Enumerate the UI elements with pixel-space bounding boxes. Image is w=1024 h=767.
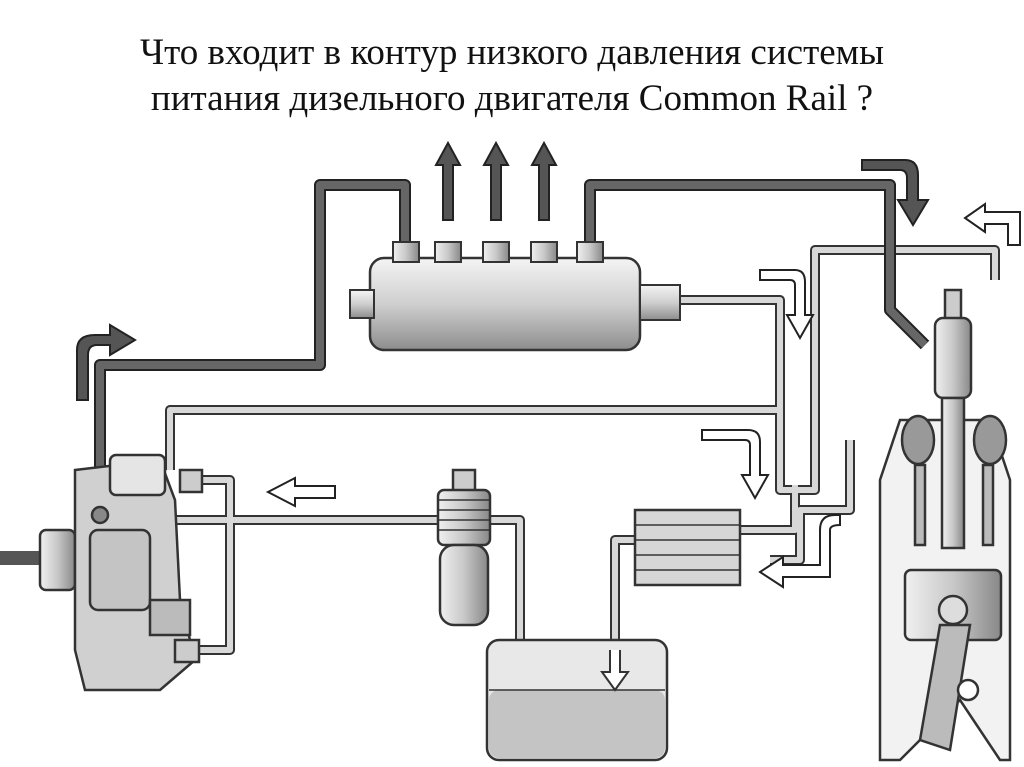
slide-title: Что входит в контур низкого давления сис… bbox=[0, 30, 1024, 122]
arrow-left-icon bbox=[265, 476, 336, 508]
arrow-up-icon bbox=[434, 140, 462, 221]
arrow-down-icon bbox=[861, 159, 930, 227]
fuel-filter bbox=[436, 468, 492, 627]
fuel-cooler bbox=[633, 508, 742, 587]
title-line-2: питания дизельного двигателя Common Rail… bbox=[150, 78, 874, 119]
arrow-left-icon bbox=[758, 514, 841, 589]
arrow-left-icon bbox=[963, 202, 1021, 246]
fuel-tank bbox=[485, 638, 669, 762]
arrow-down-icon bbox=[701, 429, 770, 501]
arrow-up-right-icon bbox=[76, 323, 137, 401]
arrow-down-icon bbox=[600, 650, 630, 692]
common-rail bbox=[349, 241, 681, 352]
injector-outlet-arrows bbox=[434, 140, 558, 221]
injector-and-cylinder bbox=[878, 288, 1012, 762]
high-pressure-pump bbox=[0, 453, 204, 692]
arrow-down-icon bbox=[759, 269, 815, 341]
arrow-up-icon bbox=[482, 140, 510, 221]
flow-arrows bbox=[76, 159, 1021, 589]
high-pressure-lines bbox=[94, 179, 930, 510]
low-pressure-lines bbox=[165, 245, 1000, 700]
title-line-1: Что входит в контур низкого давления сис… bbox=[140, 32, 884, 73]
arrow-up-icon bbox=[530, 140, 558, 221]
